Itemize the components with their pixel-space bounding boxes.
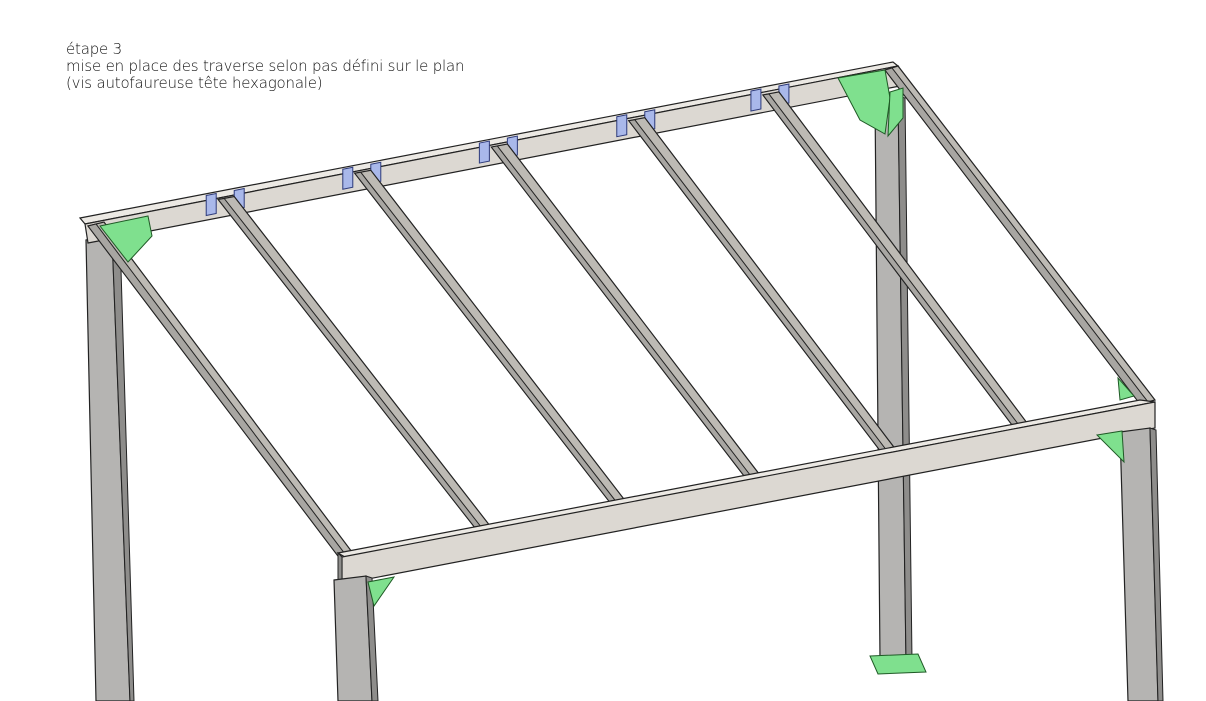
post-front-right-side (1149, 427, 1164, 701)
post-front-left (333, 575, 373, 701)
step-title: étape 3 (66, 40, 122, 58)
post-front-left-side (365, 575, 379, 701)
gusset-front-right-top (1117, 376, 1135, 401)
bracket-left (750, 88, 762, 112)
bracket-left (478, 140, 490, 164)
side-rail-right-top (884, 67, 1149, 405)
bracket-left (342, 166, 354, 190)
gusset-front-right (1095, 430, 1125, 464)
gusset-front-left (367, 576, 396, 608)
step-description: mise en place des traverse selon pas déf… (66, 57, 465, 75)
front-beam-top (336, 399, 1156, 558)
bracket-left (616, 114, 628, 138)
gusset-back-right-side (887, 87, 904, 138)
gusset-back-right (837, 69, 891, 135)
traverse-top (490, 145, 751, 477)
traverse-top (627, 119, 887, 451)
traverse-top (353, 171, 616, 502)
base-plate (869, 653, 927, 675)
gusset-back-left (99, 215, 153, 263)
traverse-top (217, 197, 482, 528)
step-caption: étape 3 mise en place des traverse selon… (66, 41, 464, 92)
post-front-right (1119, 427, 1159, 701)
bracket-left (205, 192, 217, 217)
step-note: (vis autofaureuse tête hexagonale) (66, 74, 323, 92)
